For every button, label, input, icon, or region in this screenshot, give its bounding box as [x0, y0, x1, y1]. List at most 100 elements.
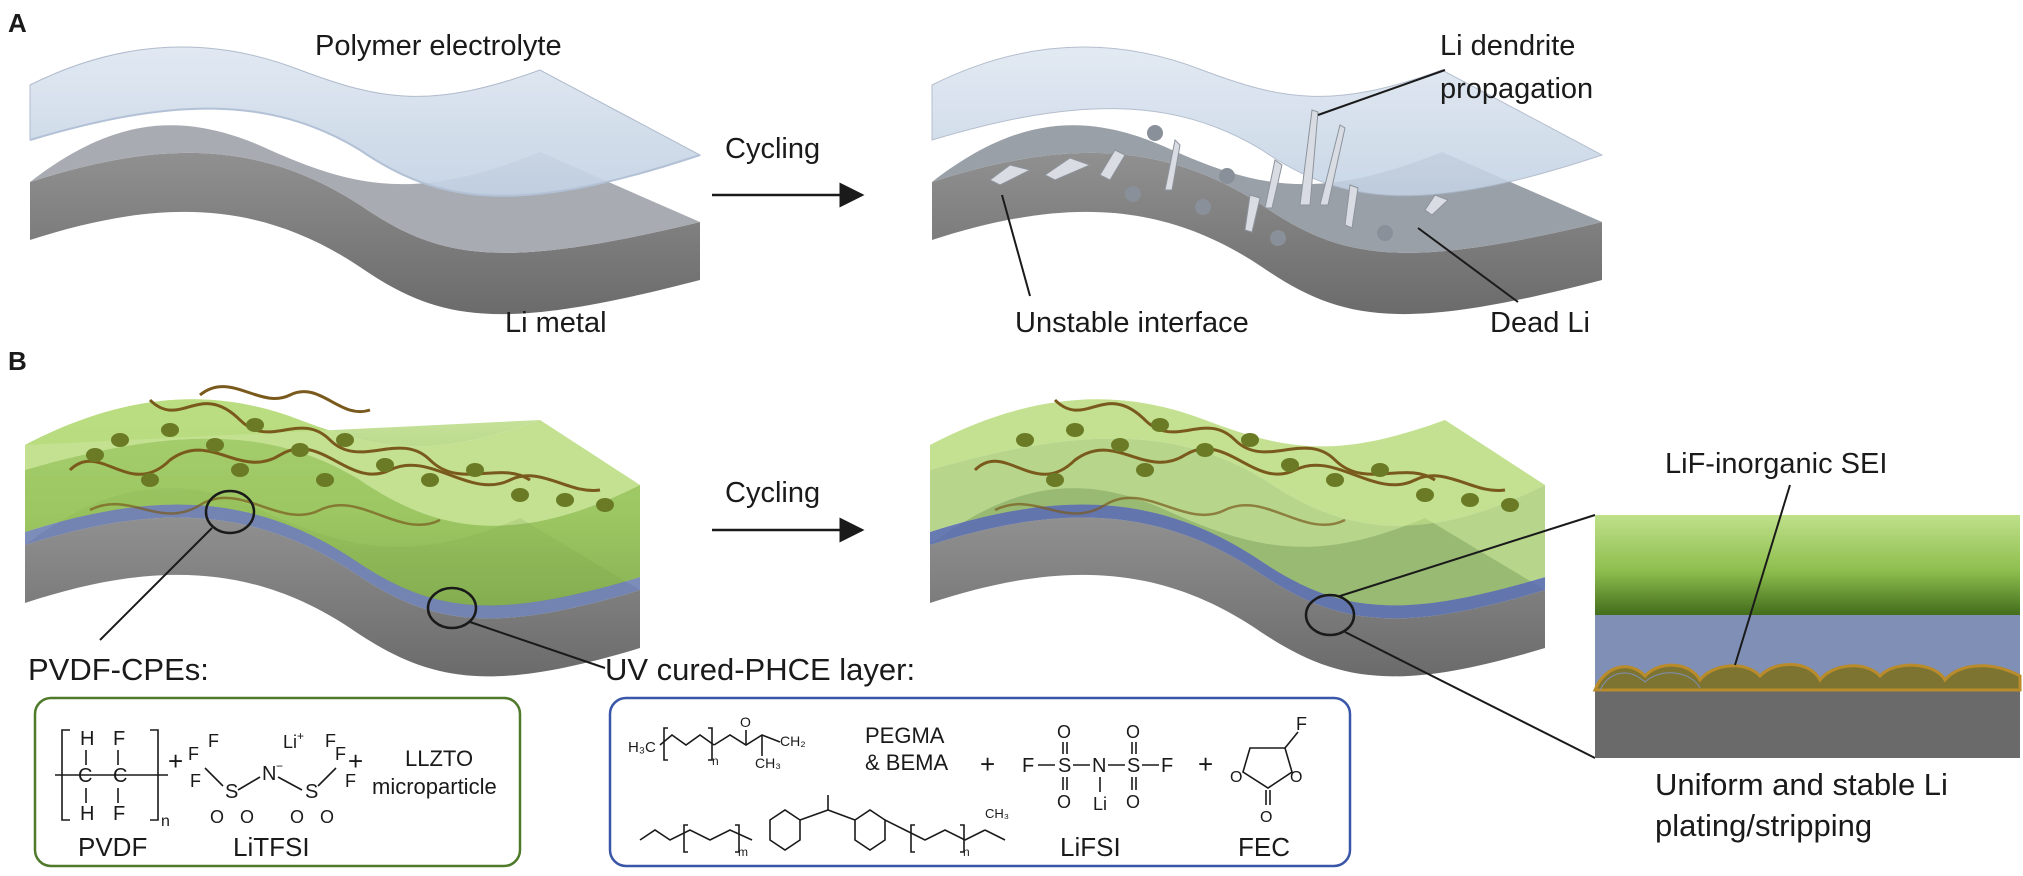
polymer-chain	[994, 496, 1346, 527]
dead-li-label: Dead Li	[1490, 307, 1590, 339]
svg-text:C: C	[113, 765, 127, 787]
uv-plus-2: +	[1198, 749, 1213, 779]
pegma-structure: H₃C n O CH₂ CH₃	[628, 714, 806, 771]
lif-sei-layer	[1592, 663, 2022, 692]
litfsi-name: LiTFSI	[233, 832, 310, 862]
svg-text:O: O	[240, 807, 254, 827]
plating-label-line2: plating/stripping	[1655, 808, 1872, 843]
dendrite	[1344, 184, 1359, 229]
dendrite	[1244, 194, 1261, 233]
svg-text:F: F	[208, 731, 219, 751]
svg-text:m: m	[738, 845, 748, 859]
panel-a-letter: A	[8, 8, 27, 38]
dead-li-particle	[1377, 225, 1393, 241]
bema-structure: m n CH₃	[639, 795, 1009, 859]
dead-li-particle	[1195, 199, 1211, 215]
svg-text:H₃C: H₃C	[628, 739, 656, 756]
plating-label-line1: Uniform and stable Li	[1655, 767, 1948, 802]
zoom-line-top	[1339, 514, 1596, 597]
llzto-particles	[86, 418, 614, 512]
polymer-chain	[973, 447, 1506, 493]
li-metal-front	[30, 152, 700, 315]
polymer-chain	[199, 385, 371, 414]
electrolyte-label: Polymer electrolyte	[315, 30, 562, 62]
uv-leader	[469, 621, 606, 669]
dead-li-particle	[1219, 168, 1235, 184]
svg-text:O: O	[740, 714, 751, 730]
dendrite-leader	[1317, 69, 1446, 116]
svg-text:O: O	[1057, 722, 1071, 742]
polymer-chain	[1053, 398, 1436, 482]
polymer-chain	[68, 447, 601, 493]
svg-text:F: F	[113, 803, 125, 825]
svg-text:CH₂: CH₂	[780, 733, 806, 749]
cycling-label-b: Cycling	[725, 477, 820, 509]
dead-li-leader	[1417, 227, 1519, 303]
dendrite	[1319, 124, 1346, 206]
svg-text:F: F	[335, 744, 346, 764]
interface-leader	[1001, 194, 1031, 297]
zoom-callout-circle	[1304, 593, 1356, 637]
zoom-cross-section	[1592, 515, 2022, 758]
litfsi-structure: Li + N − S S O O O O F F F F F F	[188, 729, 356, 827]
svg-text:F: F	[345, 771, 356, 791]
dendrite	[1299, 109, 1319, 206]
svg-text:F: F	[325, 731, 336, 751]
dendrite-label-line1: Li dendrite	[1440, 30, 1575, 62]
svg-text:F: F	[1296, 714, 1307, 734]
uv-layer-label: UV cured-PHCE layer:	[605, 652, 915, 687]
svg-text:O: O	[1290, 769, 1302, 786]
svg-text:Li: Li	[1093, 794, 1107, 814]
pegma-line2: & BEMA	[865, 750, 948, 775]
zoom-line-bottom	[1344, 631, 1596, 759]
li-metal-label: Li metal	[505, 307, 607, 339]
llzto-particles	[1016, 418, 1519, 512]
panel-b-letter: B	[8, 346, 27, 376]
svg-text:O: O	[1126, 792, 1140, 812]
dendrite	[989, 164, 1032, 186]
lif-sei-label: LiF-inorganic SEI	[1665, 448, 1887, 480]
fec-structure: F O O O	[1230, 714, 1307, 826]
svg-text:H: H	[80, 728, 94, 750]
svg-text:F: F	[1161, 755, 1173, 777]
svg-text:S: S	[1127, 755, 1140, 777]
dendrite	[1099, 149, 1126, 181]
llzto-line1: LLZTO	[405, 746, 473, 771]
uv-components-box	[608, 696, 1352, 868]
svg-text:S: S	[225, 781, 238, 803]
dendrite-label-line2: propagation	[1440, 73, 1593, 105]
svg-text:S: S	[305, 781, 318, 803]
polymer-chain	[148, 398, 531, 482]
cpe-label: PVDF-CPEs:	[28, 652, 209, 687]
dead-li-particle	[1125, 186, 1141, 202]
cpe-components-box	[33, 696, 522, 868]
svg-text:O: O	[1230, 769, 1242, 786]
dendrite	[1044, 157, 1092, 181]
svg-text:n: n	[712, 754, 719, 768]
svg-text:C: C	[78, 765, 92, 787]
uv-plus-1: +	[980, 749, 995, 779]
cpe-plus-2: +	[348, 746, 363, 776]
pegma-line1: PEGMA	[865, 723, 945, 748]
svg-text:CH₃: CH₃	[985, 806, 1009, 821]
svg-text:F: F	[113, 728, 125, 750]
svg-text:F: F	[190, 771, 201, 791]
cycling-label-a: Cycling	[725, 133, 820, 165]
fec-name: FEC	[1238, 832, 1290, 862]
svg-text:−: −	[276, 759, 283, 773]
slab-a-right	[931, 46, 1604, 315]
cpe-plus-1: +	[168, 746, 183, 776]
dead-li-particle	[1147, 125, 1163, 141]
polymer-chain	[89, 496, 441, 527]
lifsi-structure: F S N S F O O O O Li	[1022, 722, 1173, 814]
svg-text:S: S	[1058, 755, 1071, 777]
svg-text:n: n	[161, 813, 170, 830]
svg-text:O: O	[210, 807, 224, 827]
pvdf-name: PVDF	[78, 832, 147, 862]
dendrite	[1424, 194, 1449, 216]
llzto-line2: microparticle	[372, 774, 497, 799]
svg-text:O: O	[290, 807, 304, 827]
svg-text:H: H	[80, 803, 94, 825]
unstable-interface-label: Unstable interface	[1015, 307, 1249, 339]
svg-text:N: N	[1092, 755, 1106, 777]
